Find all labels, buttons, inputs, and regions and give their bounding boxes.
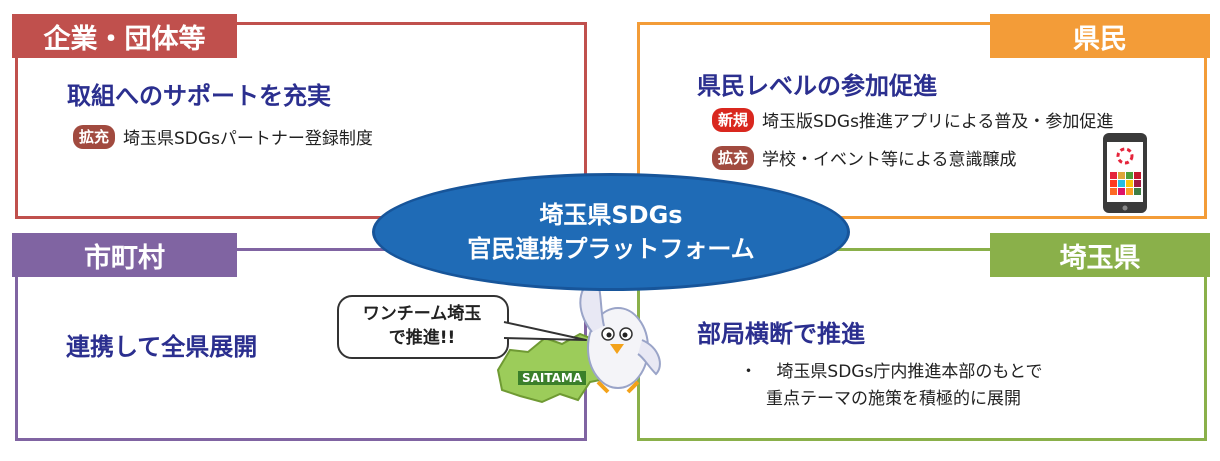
- prefecture-heading: 部局横断で推進: [697, 320, 865, 348]
- expand-badge: 拡充: [712, 145, 755, 170]
- platform-title-line1: 埼玉県SDGs: [539, 201, 683, 229]
- bubble-line1: ワンチーム埼玉: [362, 304, 482, 324]
- prefecture-line1: ・ 埼玉県SDGs庁内推進本部のもとで: [740, 359, 1042, 386]
- bullet: ・: [740, 362, 757, 382]
- speech-bubble: [337, 295, 587, 359]
- prefecture-tag: 埼玉県: [990, 233, 1210, 277]
- citizen-item-new: 新規 埼玉版SDGs推進アプリによる普及・参加促進: [712, 107, 1113, 132]
- mascot-bird-icon: [579, 276, 661, 394]
- corp-item: 拡充 埼玉県SDGsパートナー登録制度: [73, 124, 373, 149]
- prefecture-line2: 重点テーマの施策を積極的に展開: [766, 389, 1021, 409]
- citizen-heading: 県民レベルの参加促進: [697, 72, 937, 100]
- corp-tag: 企業・団体等: [12, 14, 237, 58]
- citizen-item-expand: 拡充 学校・イベント等による意識醸成: [712, 145, 1017, 170]
- smartphone-icon: [1103, 133, 1147, 213]
- new-badge: 新規: [712, 107, 755, 132]
- bubble-text: ワンチーム埼玉 で推進!!: [346, 302, 498, 350]
- platform-title-line2: 官民連携プラットフォーム: [467, 235, 755, 263]
- expand-badge: 拡充: [73, 124, 116, 149]
- citizen-tag: 県民: [990, 14, 1210, 58]
- citizen-item-text: 埼玉版SDGs推進アプリによる普及・参加促進: [762, 112, 1114, 132]
- corp-heading: 取組へのサポートを充実: [67, 82, 331, 110]
- sdgs-wheel-icon: [1116, 147, 1134, 165]
- city-tag: 市町村: [12, 233, 237, 277]
- city-heading: 連携して全県展開: [66, 333, 258, 361]
- map-label: SAITAMA: [518, 371, 587, 385]
- corp-item-text: 埼玉県SDGsパートナー登録制度: [123, 129, 373, 149]
- platform-ellipse: 埼玉県SDGs 官民連携プラットフォーム: [372, 173, 850, 291]
- citizen-item-text: 学校・イベント等による意識醸成: [762, 150, 1017, 170]
- bubble-line2: で推進!!: [388, 328, 456, 348]
- prefecture-line1-text: 埼玉県SDGs庁内推進本部のもとで: [776, 362, 1043, 382]
